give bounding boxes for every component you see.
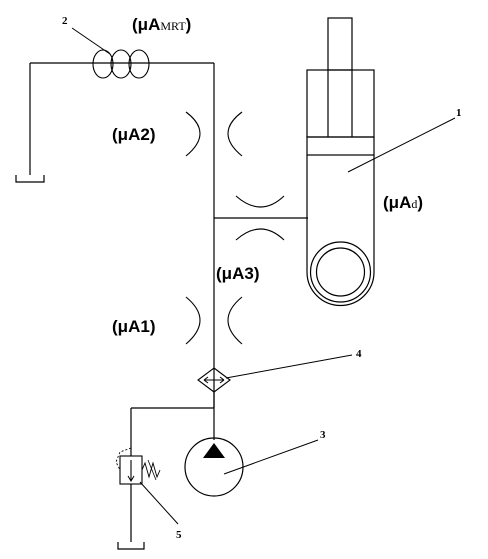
- relief-valve: [115, 447, 161, 485]
- cylinder-eyelet-outer: [309, 241, 372, 303]
- leader-5: [139, 481, 179, 525]
- hydraulic-cylinder: [306, 17, 375, 307]
- filter: [197, 367, 231, 393]
- leader-2: [71, 27, 111, 55]
- orifice-a3: [235, 195, 285, 241]
- piston: [306, 136, 375, 156]
- orifice-a2: [185, 111, 243, 157]
- label-mu-a-1: (μA1): [112, 317, 156, 336]
- tank-upper: [15, 175, 45, 183]
- orifice-a1: [185, 296, 243, 345]
- piping: [29, 62, 308, 542]
- leader-3: [223, 439, 319, 475]
- label-mu-a-2: (μA2): [112, 125, 156, 144]
- leader-1: [347, 117, 456, 173]
- cylinder-body: [306, 155, 375, 307]
- label-mu-a-mrt: (μAMRT): [132, 15, 191, 34]
- label-mu-a-d: (μAd): [383, 193, 423, 212]
- cylinder-eyelet-inner: [315, 247, 366, 297]
- coil-mrt: [92, 49, 150, 79]
- label-mu-a-3: (μA3): [216, 264, 260, 283]
- pump: [184, 437, 244, 497]
- leader-4: [225, 354, 353, 379]
- piston-rod: [327, 17, 353, 71]
- cylinder-upper-chamber: [306, 69, 375, 138]
- callout-5: 5: [176, 529, 182, 541]
- pump-arrow-icon: [203, 443, 225, 458]
- leader-lines: [71, 27, 456, 525]
- callout-2: 2: [62, 15, 68, 27]
- relief-pilot-line: [115, 447, 132, 471]
- callout-4: 4: [356, 348, 362, 360]
- callout-1: 1: [456, 107, 462, 119]
- callout-3: 3: [320, 429, 326, 441]
- tank-lower: [117, 542, 145, 550]
- relief-spring-icon: [141, 461, 161, 479]
